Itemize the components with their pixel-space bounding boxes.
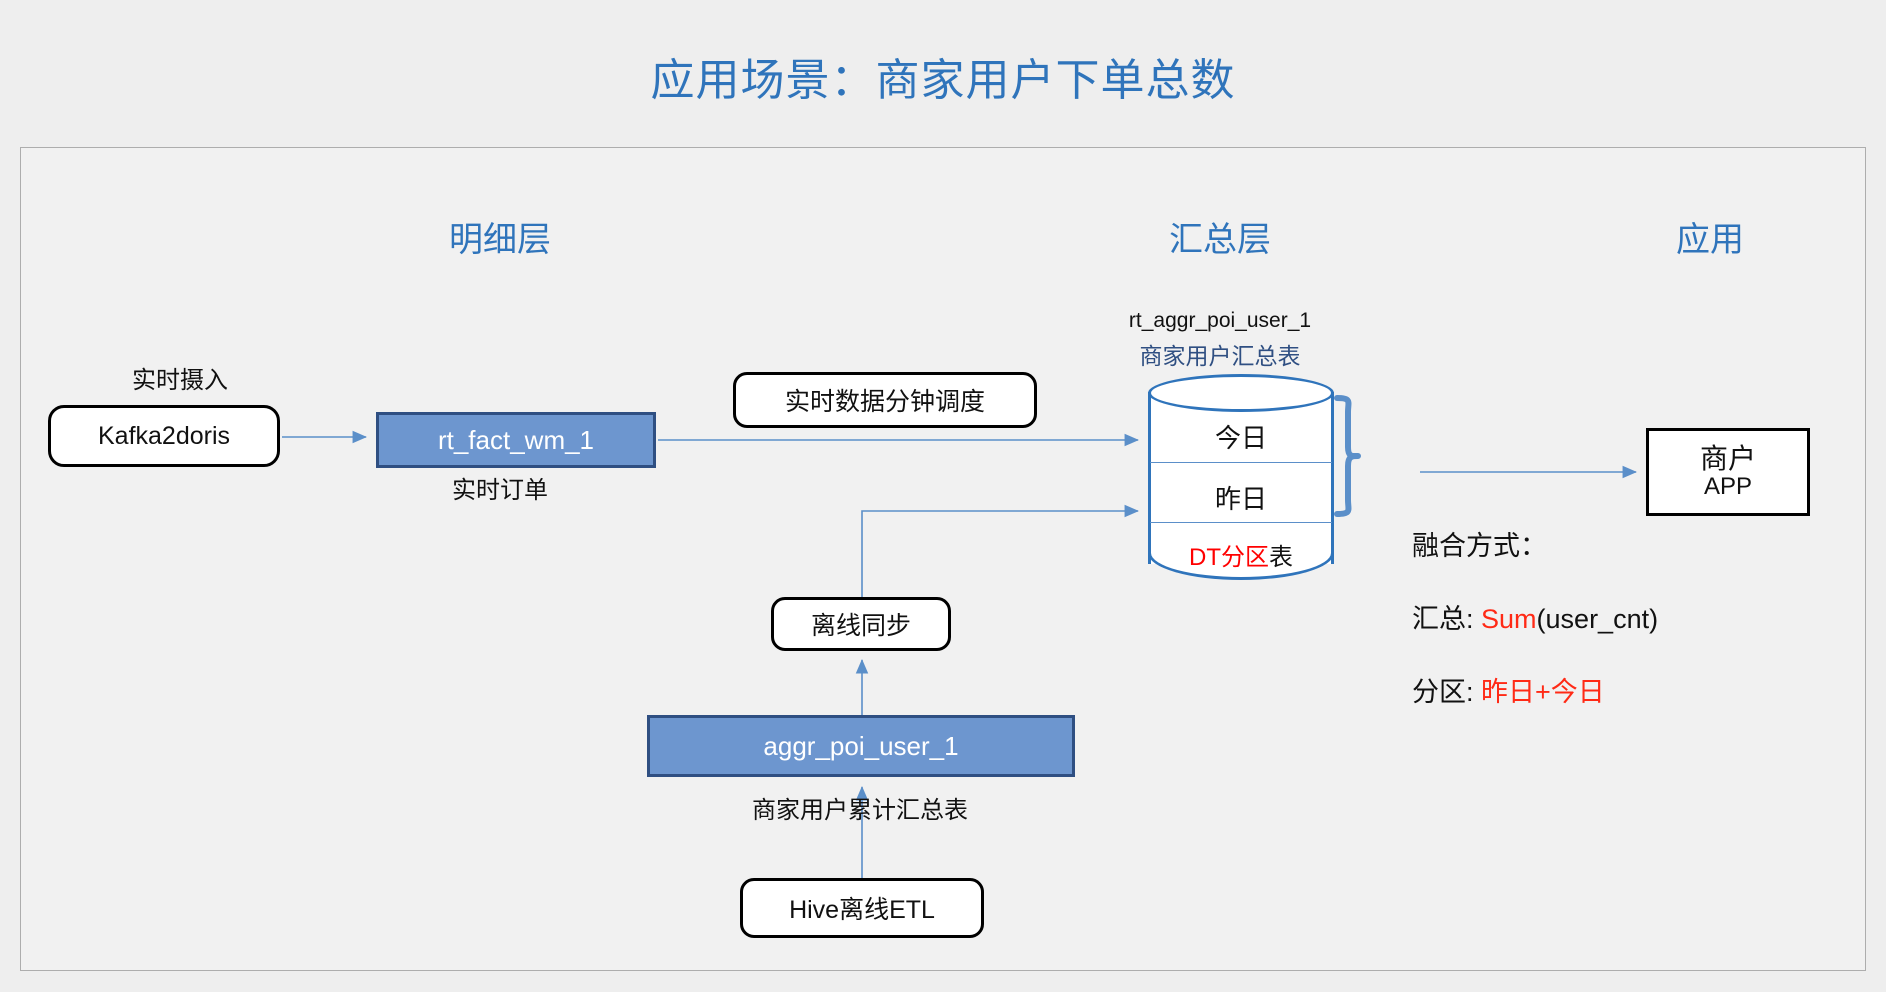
node-rt-fact-wm-1[interactable]: rt_fact_wm_1 (376, 412, 656, 468)
cylinder-row-today: 今日 (1214, 423, 1267, 453)
node-merchant-app-line1: 商户 (1699, 443, 1756, 475)
caption-realtime-order: 实时订单 (452, 477, 548, 504)
note-partition-prefix: 分区: (1412, 677, 1482, 707)
node-rt-fact-wm-1-label: rt_fact_wm_1 (437, 424, 595, 455)
node-aggr-poi-user-1-label: aggr_poi_user_1 (763, 730, 959, 761)
note-sum-suffix: (user_cnt) (1536, 604, 1659, 634)
note-partition-value: 昨日+今日 (1481, 677, 1605, 707)
node-scheduler-label: 实时数据分钟调度 (784, 388, 985, 416)
node-offline-sync-label: 离线同步 (810, 612, 911, 640)
node-merchant-app[interactable]: 商户 APP (1646, 428, 1810, 516)
cylinder-row-partition: DT分区表 (1151, 537, 1331, 572)
cylinder-bottom (1148, 526, 1334, 580)
caption-realtime-ingest: 实时摄入 (132, 367, 228, 394)
column-header-app: 应用 (1676, 221, 1744, 259)
node-realtime-minute-scheduler[interactable]: 实时数据分钟调度 (733, 372, 1037, 428)
note-sum-rule: 汇总: Sum(user_cnt) (1412, 597, 1658, 636)
note-sum-prefix: 汇总: (1412, 604, 1482, 634)
node-kafka2doris-label: Kafka2doris (97, 421, 231, 450)
column-header-detail: 明细层 (449, 221, 551, 259)
diagram-frame (20, 147, 1866, 971)
cylinder-table-description: 商家用户汇总表 (1139, 343, 1301, 369)
node-offline-sync[interactable]: 离线同步 (771, 597, 951, 651)
cylinder-row-yesterday: 昨日 (1214, 484, 1267, 514)
page-title: 应用场景：商家用户下单总数 (650, 56, 1236, 105)
column-header-summary: 汇总层 (1169, 221, 1271, 259)
cylinder-table-name: rt_aggr_poi_user_1 (1128, 309, 1312, 332)
cylinder-divider-1 (1150, 462, 1332, 463)
cylinder-top-ellipse (1148, 374, 1334, 412)
note-partition-rule: 分区: 昨日+今日 (1412, 670, 1605, 709)
caption-aggr-description: 商家用户累计汇总表 (752, 797, 968, 824)
node-merchant-app-line2: APP (1703, 473, 1753, 501)
node-kafka2doris[interactable]: Kafka2doris (48, 405, 280, 467)
cylinder-partition-red: DT分区 (1189, 544, 1269, 571)
node-hive-offline-etl-label: Hive离线ETL (789, 896, 935, 924)
cylinder-partition-black: 表 (1269, 544, 1293, 571)
note-method-title: 融合方式： (1412, 531, 1547, 561)
node-aggr-poi-user-1[interactable]: aggr_poi_user_1 (647, 715, 1075, 777)
node-hive-offline-etl[interactable]: Hive离线ETL (740, 878, 984, 938)
database-cylinder-icon[interactable]: 今日 昨日 DT分区表 (1148, 374, 1334, 582)
note-sum-function: Sum (1481, 604, 1537, 634)
cylinder-divider-2 (1150, 522, 1332, 523)
